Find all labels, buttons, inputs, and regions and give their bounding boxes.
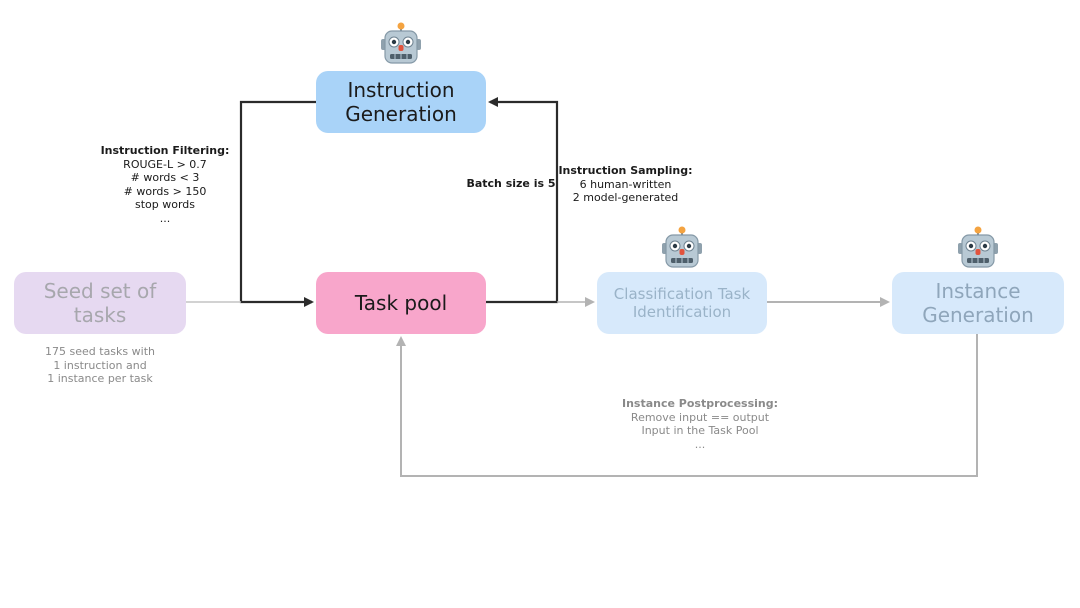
instance-generation-line1: Instance bbox=[935, 279, 1021, 303]
seed-line: 1 instance per task bbox=[47, 372, 153, 385]
arrow-instance-to-taskpool bbox=[396, 334, 978, 477]
classification-node: Classification Task Identification bbox=[597, 272, 767, 334]
seed-line: 1 instruction and bbox=[53, 358, 147, 372]
filter-line: # words > 150 bbox=[123, 184, 207, 198]
instance-generation-line2: Generation bbox=[922, 303, 1034, 327]
arrow-instruction-to-taskpool bbox=[239, 100, 316, 307]
sampling-line: 2 model-generated bbox=[572, 191, 679, 204]
seed-set-line2: tasks bbox=[73, 303, 127, 327]
robot-icon bbox=[662, 226, 702, 268]
instruction-sampling-heading: Instruction Sampling: bbox=[558, 164, 693, 177]
postprocessing-line: Input in the Task Pool bbox=[641, 424, 759, 437]
robot-icon bbox=[958, 226, 998, 268]
postprocessing-line: Remove input == output bbox=[630, 410, 770, 424]
filter-line: stop words bbox=[134, 198, 196, 211]
seed-set-line1: Seed set of bbox=[43, 279, 157, 303]
filter-line: ROUGE-L > 0.7 bbox=[123, 157, 207, 171]
instruction-generation-line1: Instruction bbox=[347, 78, 455, 102]
instruction-generation-node: Instruction Generation bbox=[316, 71, 486, 133]
seed-description-note: 175 seed tasks with 1 instruction and 1 … bbox=[30, 345, 170, 386]
instance-postprocessing-heading: Instance Postprocessing: bbox=[621, 397, 779, 410]
instance-postprocessing-note: Instance Postprocessing: Remove input ==… bbox=[610, 397, 790, 451]
batch-size-label: Batch size is 5 bbox=[466, 177, 556, 190]
classification-line2: Identification bbox=[632, 303, 732, 321]
sampling-line: 6 human-written bbox=[579, 177, 672, 191]
postprocessing-line: ... bbox=[694, 437, 706, 451]
filter-line: ... bbox=[159, 211, 171, 225]
seed-set-node: Seed set of tasks bbox=[14, 272, 186, 334]
classification-line1: Classification Task bbox=[613, 285, 751, 303]
task-pool-label: Task pool bbox=[354, 291, 448, 315]
filter-line: # words < 3 bbox=[130, 171, 200, 184]
task-pool-node: Task pool bbox=[316, 272, 486, 334]
instruction-filtering-heading: Instruction Filtering: bbox=[100, 144, 230, 157]
instance-generation-node: Instance Generation bbox=[892, 272, 1064, 334]
instruction-filtering-note: Instruction Filtering: ROUGE-L > 0.7 # w… bbox=[100, 144, 230, 225]
arrow-taskpool-to-instruction bbox=[486, 97, 559, 304]
robot-icon bbox=[381, 22, 421, 64]
instruction-generation-line2: Generation bbox=[345, 102, 457, 126]
instruction-sampling-note: Instruction Sampling: 6 human-written 2 … bbox=[558, 164, 693, 205]
seed-line: 175 seed tasks with bbox=[45, 345, 155, 358]
